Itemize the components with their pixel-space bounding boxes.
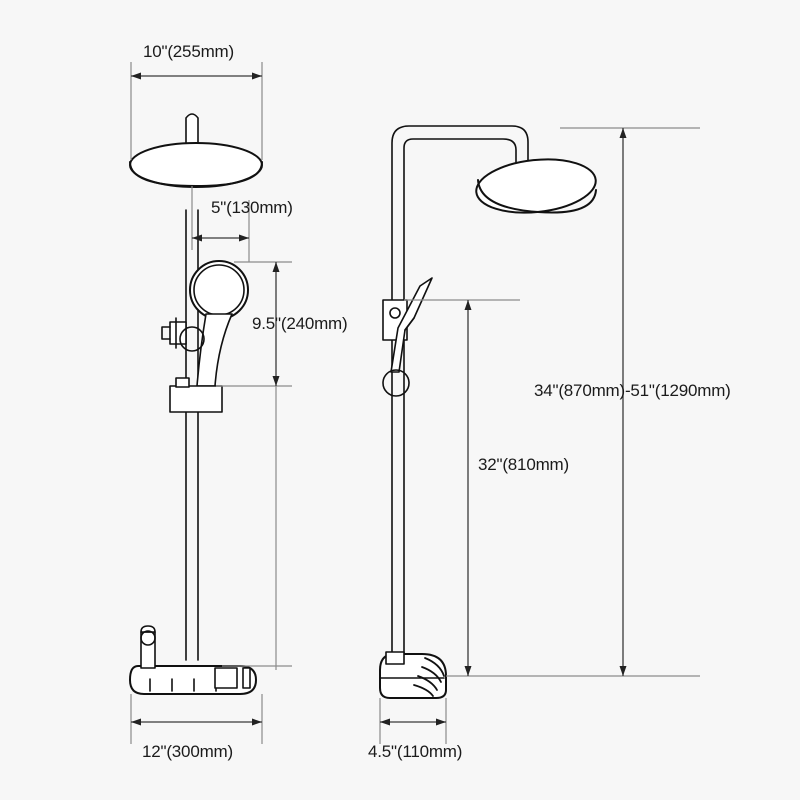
front-view-group [129,62,292,744]
dim-bar-height [404,299,520,676]
dim-base-depth [379,698,447,744]
side-view-group [379,125,700,744]
label-overall-height-range: 34"(870mm)-51"(1290mm) [534,381,731,400]
front-slider-bracket [161,317,205,352]
side-riser-and-arm [391,125,529,661]
front-view-extension-lines [222,386,292,670]
label-bar-height: 32"(810mm) [478,455,569,474]
side-mixer-body [379,651,447,699]
front-mixer-body [129,665,257,695]
dim-handheld-travel [216,261,292,387]
front-handheld-shower [189,260,249,387]
side-handheld-shower [390,277,433,373]
dim-handheld-offset [191,186,250,262]
dim-base-width [130,694,263,744]
front-spout [140,625,156,669]
label-base-width: 12"(300mm) [142,742,233,761]
label-shower-head-diameter: 10"(255mm) [143,42,234,61]
label-handheld-travel: 9.5"(240mm) [252,314,348,333]
front-lower-mount [169,377,223,413]
label-handheld-offset: 5"(130mm) [211,198,293,217]
side-slider-ring [382,369,410,397]
label-base-depth: 4.5"(110mm) [368,742,463,761]
dim-overall-height [446,127,700,677]
front-overhead-shower-head [129,142,263,188]
side-overhead-shower-head [475,158,597,214]
dim-shower-head-diameter [130,62,263,160]
